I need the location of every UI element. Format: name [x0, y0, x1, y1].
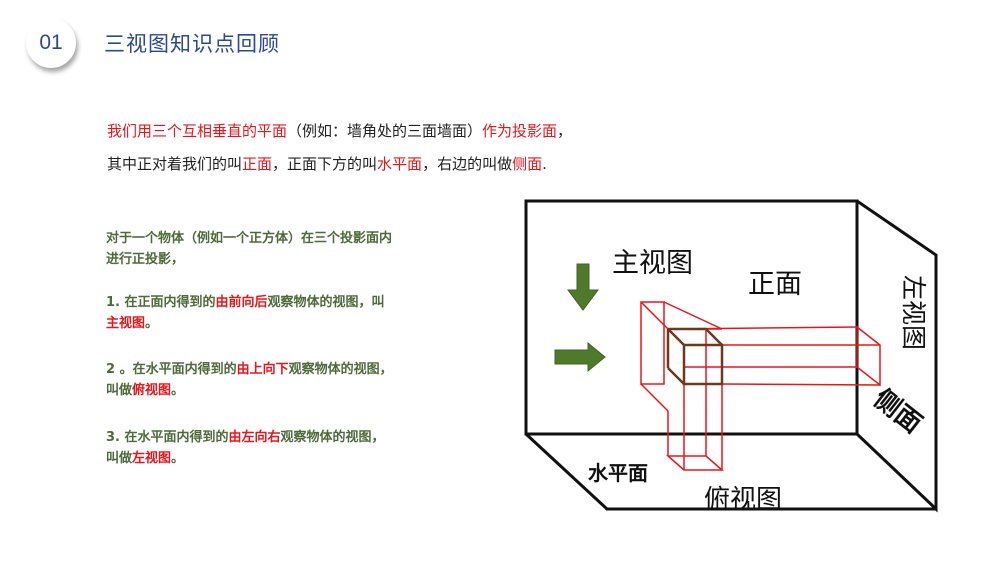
horizontal-plane	[524, 432, 936, 511]
projection-line	[721, 383, 881, 386]
point-text: 由左向右	[228, 430, 281, 445]
main-view-label: 主视图	[612, 248, 693, 279]
point-text: 2 。在水平面内得到的	[106, 362, 237, 377]
side-plane-label: 侧面	[868, 384, 927, 440]
side-projection-square	[856, 325, 881, 387]
point-text: 由上向下	[236, 362, 289, 377]
section-number-badge: 01	[26, 18, 76, 68]
intro-text: 侧面	[512, 155, 543, 173]
page-title: 三视图知识点回顾	[104, 32, 280, 56]
horizontal-plane-label: 水平面	[588, 461, 648, 485]
arrow-right-icon	[554, 341, 606, 373]
point-text: 观察物体的视图，叫	[267, 295, 385, 310]
intro-line-2: 其中正对着我们的叫正面，正面下方的叫水平面，右边的叫做侧面.	[107, 153, 547, 174]
top-view-label: 俯视图	[704, 485, 782, 515]
intro-text: 作为投影面	[482, 122, 558, 140]
point-text: 3. 在水平面内得到的	[106, 430, 229, 445]
top-projection-square	[666, 455, 724, 471]
intro-text: 正面	[242, 155, 273, 173]
projection-line	[640, 301, 722, 330]
projection-line	[663, 301, 723, 330]
point-text: 1. 在正面内得到的	[106, 295, 216, 310]
left-view-label: 左视图	[899, 275, 928, 350]
arrow-down-icon	[567, 263, 599, 311]
point-text: 俯视图	[132, 383, 172, 398]
projection-lines	[640, 301, 881, 471]
intro-text: .	[542, 155, 547, 173]
point-text: 由前向后	[215, 295, 268, 310]
front-plane	[524, 199, 859, 436]
cube-edge	[667, 328, 685, 346]
intro-text: 水平面	[377, 155, 423, 173]
front-plane-label: 正面	[748, 269, 802, 300]
point-text: 。	[171, 383, 185, 398]
point-text: 。	[171, 451, 185, 466]
intro-line-1: 我们用三个互相垂直的平面（例如：墙角处的三面墙面）作为投影面，	[107, 120, 572, 141]
projection-planes	[524, 199, 938, 513]
point-3: 3. 在水平面内得到的由左向右观察物体的视图，叫做左视图。	[106, 427, 396, 469]
intro-text: ，	[557, 122, 573, 140]
intro-text: 其中正对着我们的叫	[107, 155, 243, 173]
side-plane	[855, 199, 938, 513]
cube-edge	[668, 327, 723, 346]
cube	[666, 327, 724, 386]
projection-line	[640, 383, 669, 412]
intro-text: （例如：墙角处的三面墙面）	[287, 122, 483, 140]
front-projection-square	[640, 301, 665, 385]
cube-front-face	[682, 343, 724, 386]
point-text: 左视图	[132, 451, 172, 466]
point-text: 。	[145, 316, 159, 331]
point-text: 主视图	[106, 316, 146, 331]
section-number: 01	[39, 31, 63, 54]
point-text: 观察物体的视图，叫做	[106, 430, 385, 466]
point-intro: 对于一个物体（例如一个正方体）在三个投影面内进行正投影，	[106, 231, 393, 267]
intro-text: ，右边的叫做	[422, 155, 513, 173]
point-1: 1. 在正面内得到的由前向后观察物体的视图，叫主视图。	[106, 292, 396, 334]
cube-edge	[667, 367, 685, 385]
intro-text: ，正面下方的叫	[272, 155, 378, 173]
point-2: 2 。在水平面内得到的由上向下观察物体的视图，叫做俯视图。	[106, 359, 396, 401]
view-arrows	[554, 263, 606, 373]
point-text: 观察物体的视图，叫做	[106, 362, 393, 398]
intro-text: 我们用三个互相垂直的平面	[107, 122, 288, 140]
